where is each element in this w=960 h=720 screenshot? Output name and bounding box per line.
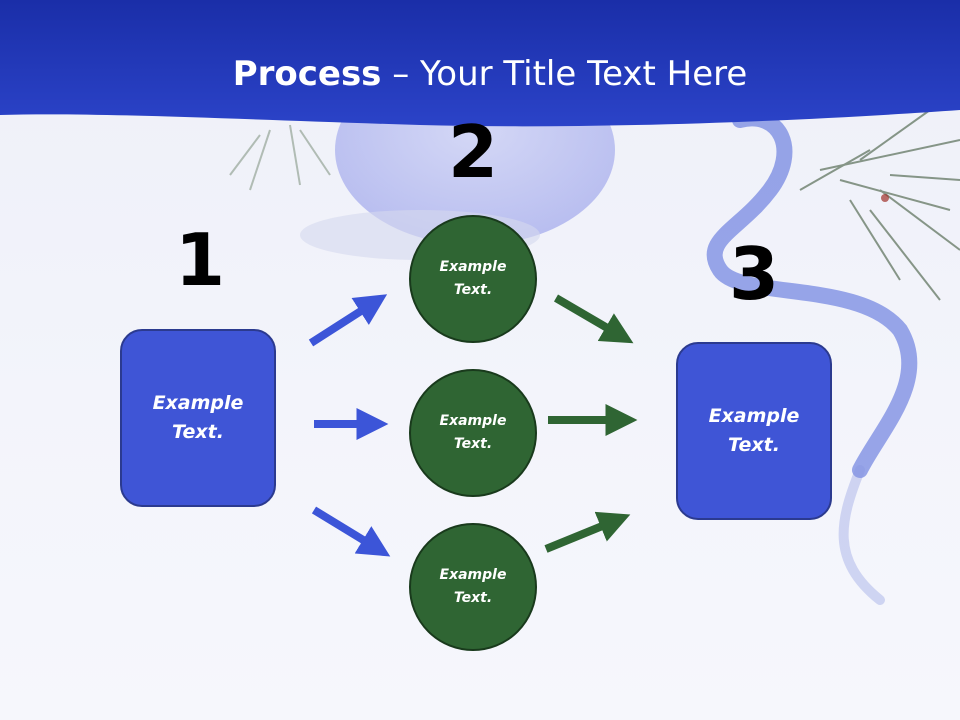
middle-circle-bottom-text: Example Text. bbox=[439, 567, 507, 606]
slide-title: Process – Your Title Text Here bbox=[0, 52, 960, 96]
source-box-text: Example Text. bbox=[152, 392, 244, 443]
target-box: Example Text. bbox=[676, 342, 832, 520]
step-number-1: 1 bbox=[174, 218, 226, 302]
source-box: Example Text. bbox=[120, 329, 276, 507]
middle-circle-top-text: Example Text. bbox=[439, 259, 507, 298]
middle-circle-center: Example Text. bbox=[409, 369, 537, 497]
target-box-text: Example Text. bbox=[708, 405, 800, 456]
step-number-3: 3 bbox=[728, 232, 780, 316]
middle-circle-center-text: Example Text. bbox=[439, 413, 507, 452]
arrow-green-down bbox=[553, 294, 634, 344]
step-number-2: 2 bbox=[447, 110, 499, 194]
middle-circle-bottom: Example Text. bbox=[409, 523, 537, 651]
middle-circle-top: Example Text. bbox=[409, 215, 537, 343]
title-rest: – Your Title Text Here bbox=[381, 54, 748, 94]
arrow-blue-down bbox=[311, 506, 391, 557]
arrow-green-up bbox=[544, 511, 631, 553]
title-bold: Process bbox=[232, 54, 382, 94]
arrow-blue-up bbox=[308, 294, 388, 347]
